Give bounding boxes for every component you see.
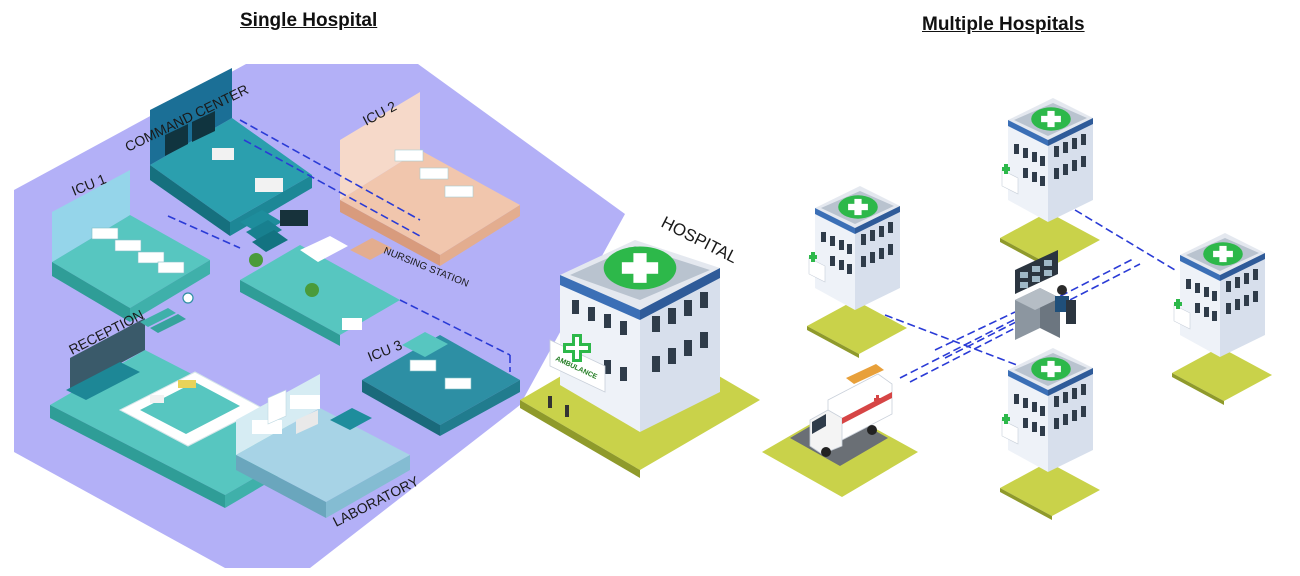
multiple-hospitals-title: Multiple Hospitals [922,14,1085,35]
internal-link-lines [167,119,511,372]
hospital-south [1000,348,1100,520]
icu3-room [362,332,520,436]
nursing-station-area [240,210,400,346]
icu1-room [52,170,210,322]
command-center-room [150,68,312,252]
hospital-north [1000,98,1100,270]
central-command-workstation [1015,250,1076,340]
hospital-west [807,186,907,358]
icu2-room [340,92,520,266]
ambulance [762,364,918,497]
laboratory-room [236,374,410,518]
hospital-east [1172,233,1272,405]
main-hospital-building: AMBULANCE [520,240,760,478]
network-link-lines [884,209,1176,383]
single-hospital-title: Single Hospital [240,10,378,31]
